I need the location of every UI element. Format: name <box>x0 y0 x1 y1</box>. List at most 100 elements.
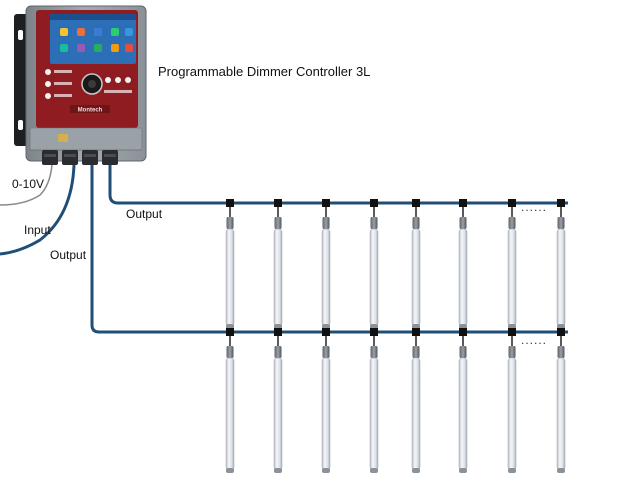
lamp-cap-top <box>459 346 467 358</box>
led-tube-lamp <box>369 199 379 329</box>
lamp-cap-top <box>274 217 282 229</box>
lamp-cap-bottom <box>557 324 565 329</box>
lamp-cap-top <box>557 346 565 358</box>
lamp-cap-top <box>226 346 234 358</box>
connector-node <box>508 199 516 207</box>
lamp-cap-top <box>370 346 378 358</box>
lamp-cap-bottom <box>370 468 378 473</box>
lamp-tube <box>556 357 566 471</box>
lamp-cap-bottom <box>274 324 282 329</box>
connector-node <box>508 328 516 336</box>
touch-screen <box>50 14 136 64</box>
led-tube-lamp <box>458 328 468 473</box>
led-tube-lamp <box>556 199 566 329</box>
lamp-rows <box>225 199 566 473</box>
lamp-cap-bottom <box>274 468 282 473</box>
row-1 <box>225 199 566 329</box>
lamp-tube <box>273 228 283 327</box>
cables <box>0 164 568 334</box>
lamp-cap-bottom <box>412 324 420 329</box>
lamp-tube <box>411 228 421 327</box>
led-tube-lamp <box>321 199 331 329</box>
panel-buttons-left <box>45 69 72 99</box>
lamp-tube <box>273 357 283 471</box>
cable-input <box>0 164 76 256</box>
panel-buttons-right <box>104 77 132 93</box>
lamp-tube <box>556 228 566 327</box>
lamp-cap-bottom <box>226 468 234 473</box>
lamp-tube <box>225 357 235 471</box>
led-tube-lamp <box>273 328 283 473</box>
label-input: Input <box>24 223 51 237</box>
connector-node <box>226 199 234 207</box>
lamp-cap-bottom <box>459 468 467 473</box>
lamp-cap-bottom <box>459 324 467 329</box>
connector-node <box>274 328 282 336</box>
connector-node <box>557 199 565 207</box>
lamp-tube <box>369 228 379 327</box>
connector-node <box>557 328 565 336</box>
connector-node <box>226 328 234 336</box>
label-0-10v: 0-10V <box>12 177 45 191</box>
lamp-cap-top <box>274 346 282 358</box>
connector-node <box>370 328 378 336</box>
led-tube-lamp <box>273 199 283 329</box>
lamp-tube <box>507 228 517 327</box>
lamp-cap-bottom <box>322 468 330 473</box>
lamp-tube <box>225 228 235 327</box>
lamp-cap-top <box>322 217 330 229</box>
brand-text: Montech <box>78 108 103 114</box>
label-output-left: Output <box>50 248 87 262</box>
row-2 <box>225 328 566 473</box>
dimmer-controller: Montech <box>14 5 147 165</box>
led-tube-lamp <box>369 328 379 473</box>
connector-node <box>274 199 282 207</box>
lamp-tube <box>321 357 331 471</box>
lamp-cap-top <box>508 217 516 229</box>
led-tube-lamp <box>507 199 517 329</box>
lamp-cap-bottom <box>370 324 378 329</box>
led-tube-lamp <box>556 328 566 473</box>
cable-output-top <box>108 165 568 205</box>
connector-node <box>459 328 467 336</box>
lamp-cap-top <box>412 217 420 229</box>
connector-node <box>412 328 420 336</box>
cable-output-bottom <box>90 165 568 334</box>
lamp-tube <box>321 228 331 327</box>
label-output-top: Output <box>126 207 163 221</box>
cable-glands <box>42 150 118 165</box>
lamp-cap-bottom <box>412 468 420 473</box>
lamp-cap-top <box>459 217 467 229</box>
mounting-bracket <box>14 14 28 146</box>
lamp-tube <box>458 228 468 327</box>
led-tube-lamp <box>411 199 421 329</box>
led-tube-lamp <box>225 328 235 473</box>
lamp-cap-bottom <box>226 324 234 329</box>
lamp-cap-top <box>226 217 234 229</box>
terminal-cover <box>29 127 143 151</box>
lamp-cap-top <box>557 217 565 229</box>
led-tube-lamp <box>507 328 517 473</box>
led-tube-lamp <box>458 199 468 329</box>
connector-node <box>459 199 467 207</box>
connector-node <box>412 199 420 207</box>
connector-node <box>370 199 378 207</box>
lamp-cap-top <box>322 346 330 358</box>
more-lamps-ellipsis-top: ...... <box>521 200 548 214</box>
more-lamps-ellipsis-bottom: ...... <box>521 333 548 347</box>
lamp-cap-bottom <box>508 468 516 473</box>
connector-node <box>322 328 330 336</box>
lamp-tube <box>411 357 421 471</box>
lamp-cap-top <box>508 346 516 358</box>
lamp-cap-top <box>370 217 378 229</box>
lamp-tube <box>507 357 517 471</box>
lamp-cap-bottom <box>557 468 565 473</box>
lamp-tube <box>369 357 379 471</box>
lamp-cap-bottom <box>508 324 516 329</box>
led-tube-lamp <box>321 328 331 473</box>
cable-0-10v <box>0 164 53 206</box>
lamp-cap-bottom <box>322 324 330 329</box>
lamp-tube <box>458 357 468 471</box>
led-tube-lamp <box>225 199 235 329</box>
